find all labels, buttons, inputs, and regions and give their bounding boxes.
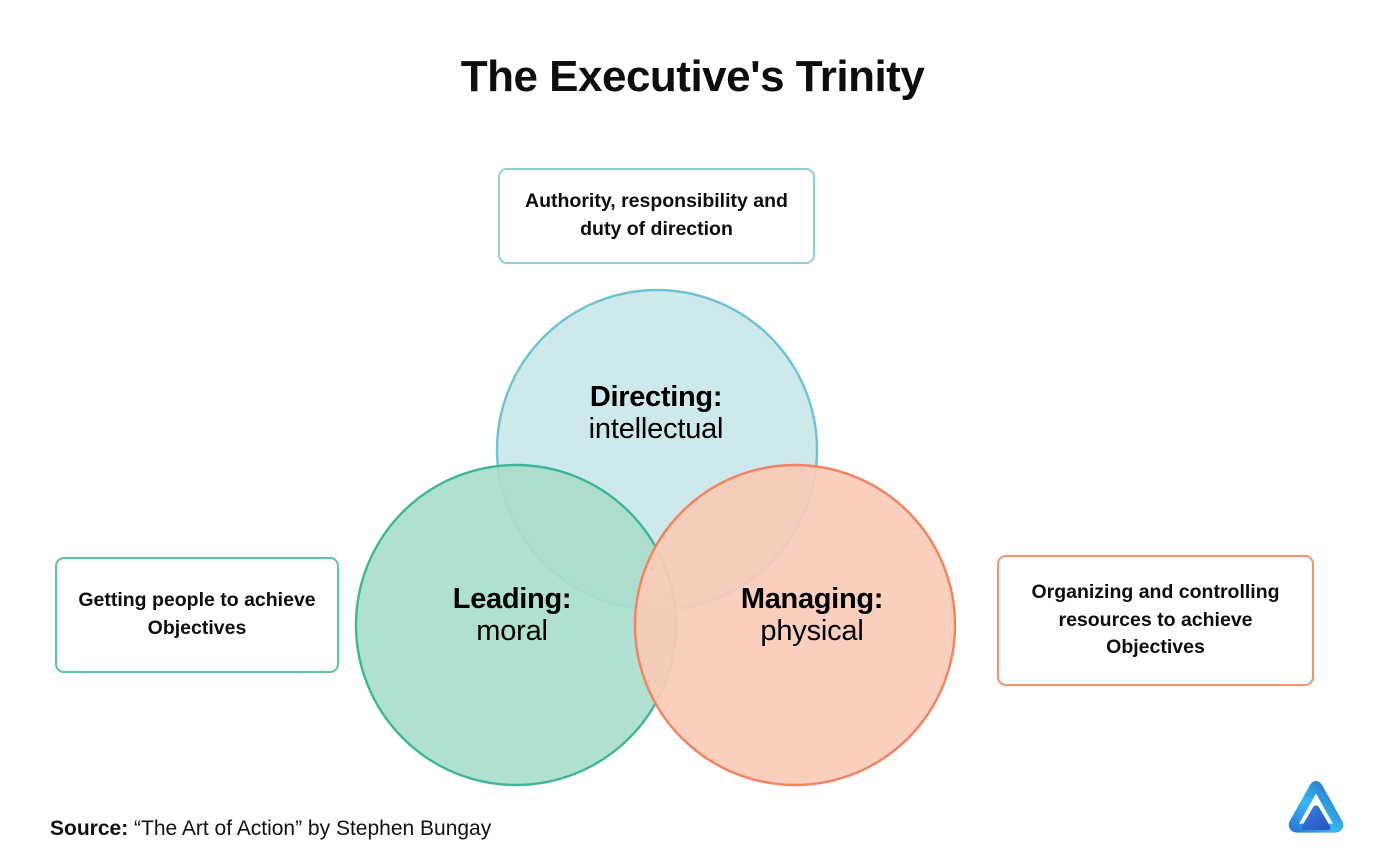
logo-outer-triangle	[1288, 781, 1344, 833]
venn-label-managing: Managing: physical	[672, 583, 952, 648]
callout-box-managing: Organizing and controlling resources to …	[997, 555, 1314, 686]
venn-label-managing-subtitle: physical	[760, 615, 864, 648]
page-title: The Executive's Trinity	[460, 52, 925, 101]
venn-label-leading-subtitle: moral	[476, 615, 548, 648]
venn-label-directing-title: Directing:	[589, 381, 723, 413]
venn-label-directing: Directing: intellectual	[516, 381, 796, 446]
venn-label-managing-title: Managing:	[740, 583, 884, 615]
venn-label-directing-subtitle: intellectual	[588, 413, 724, 446]
logo-inner-mountain	[1301, 805, 1331, 830]
triangle-logo-icon	[1288, 781, 1344, 833]
venn-label-leading-title: Leading:	[452, 583, 572, 615]
source-label: Source:	[50, 817, 129, 840]
brand-logo	[1285, 778, 1347, 840]
callout-box-directing: Authority, responsibility and duty of di…	[498, 168, 815, 264]
source-credit: Source: “The Art of Action” by Stephen B…	[50, 817, 491, 841]
source-text: “The Art of Action” by Stephen Bungay	[128, 817, 492, 840]
venn-label-leading: Leading: moral	[372, 583, 652, 648]
callout-box-leading: Getting people to achieve Objectives	[55, 557, 339, 673]
venn-circle-directing	[495, 288, 819, 612]
